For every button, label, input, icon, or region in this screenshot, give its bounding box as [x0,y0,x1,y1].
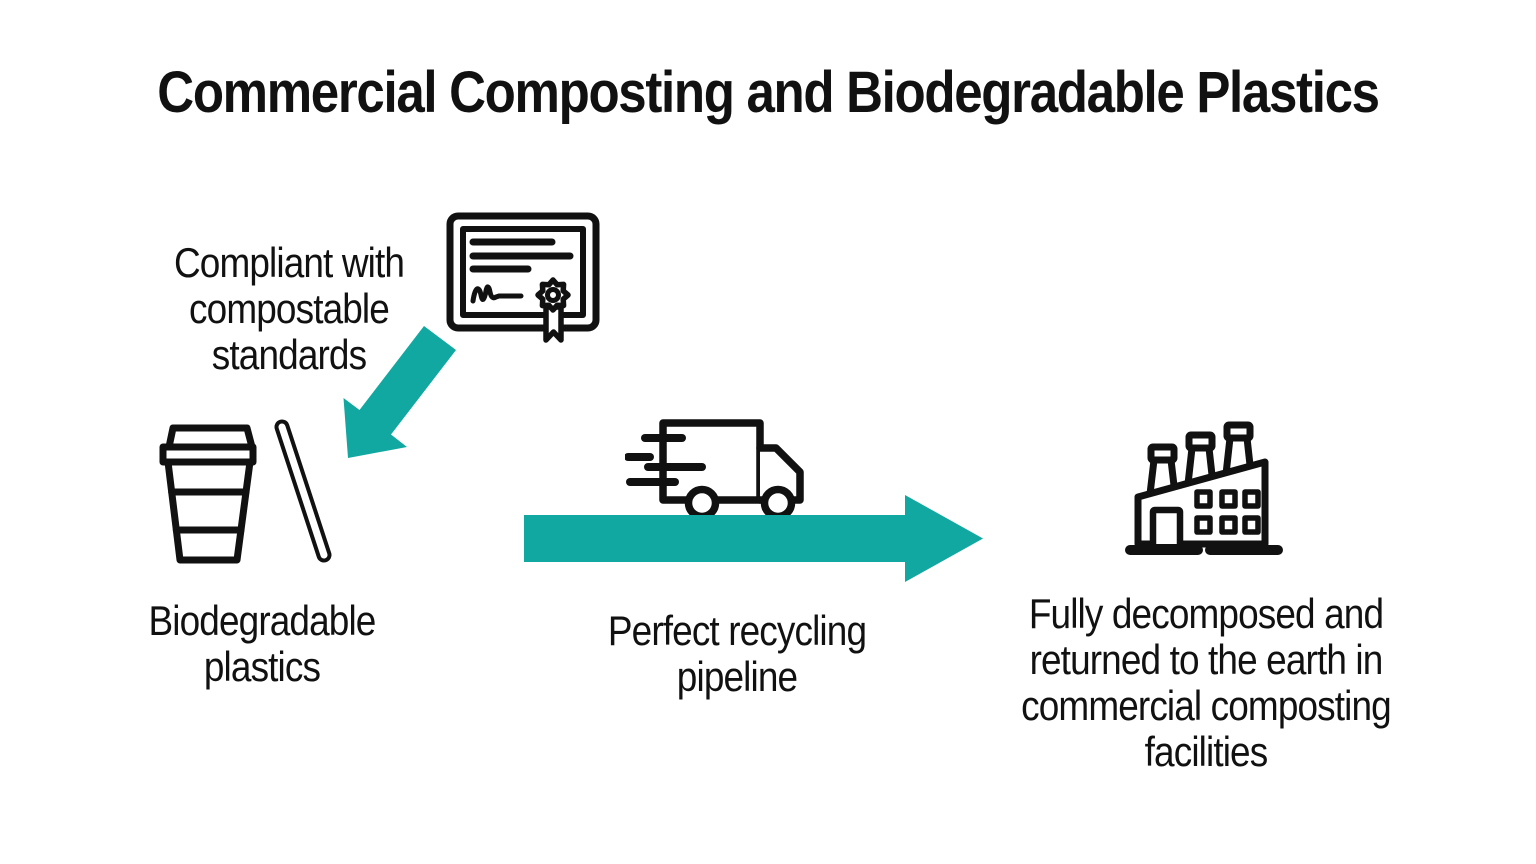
cup-and-straw-icon [159,419,332,564]
down-left-arrow-icon [343,326,456,458]
right-arrow-icon [524,495,983,582]
factory-icon [1125,421,1283,555]
source-label: Biodegradable plastics [148,597,377,690]
page-title: Commercial Composting and Biodegradable … [157,60,1380,125]
standards-label: Compliant with compostable standards [173,239,405,378]
delivery-truck-icon [625,419,804,520]
transport-label: Perfect recycling pipeline [607,607,867,700]
destination-label: Fully decomposed and returned to the ear… [1021,590,1392,775]
certificate-icon [446,212,600,343]
